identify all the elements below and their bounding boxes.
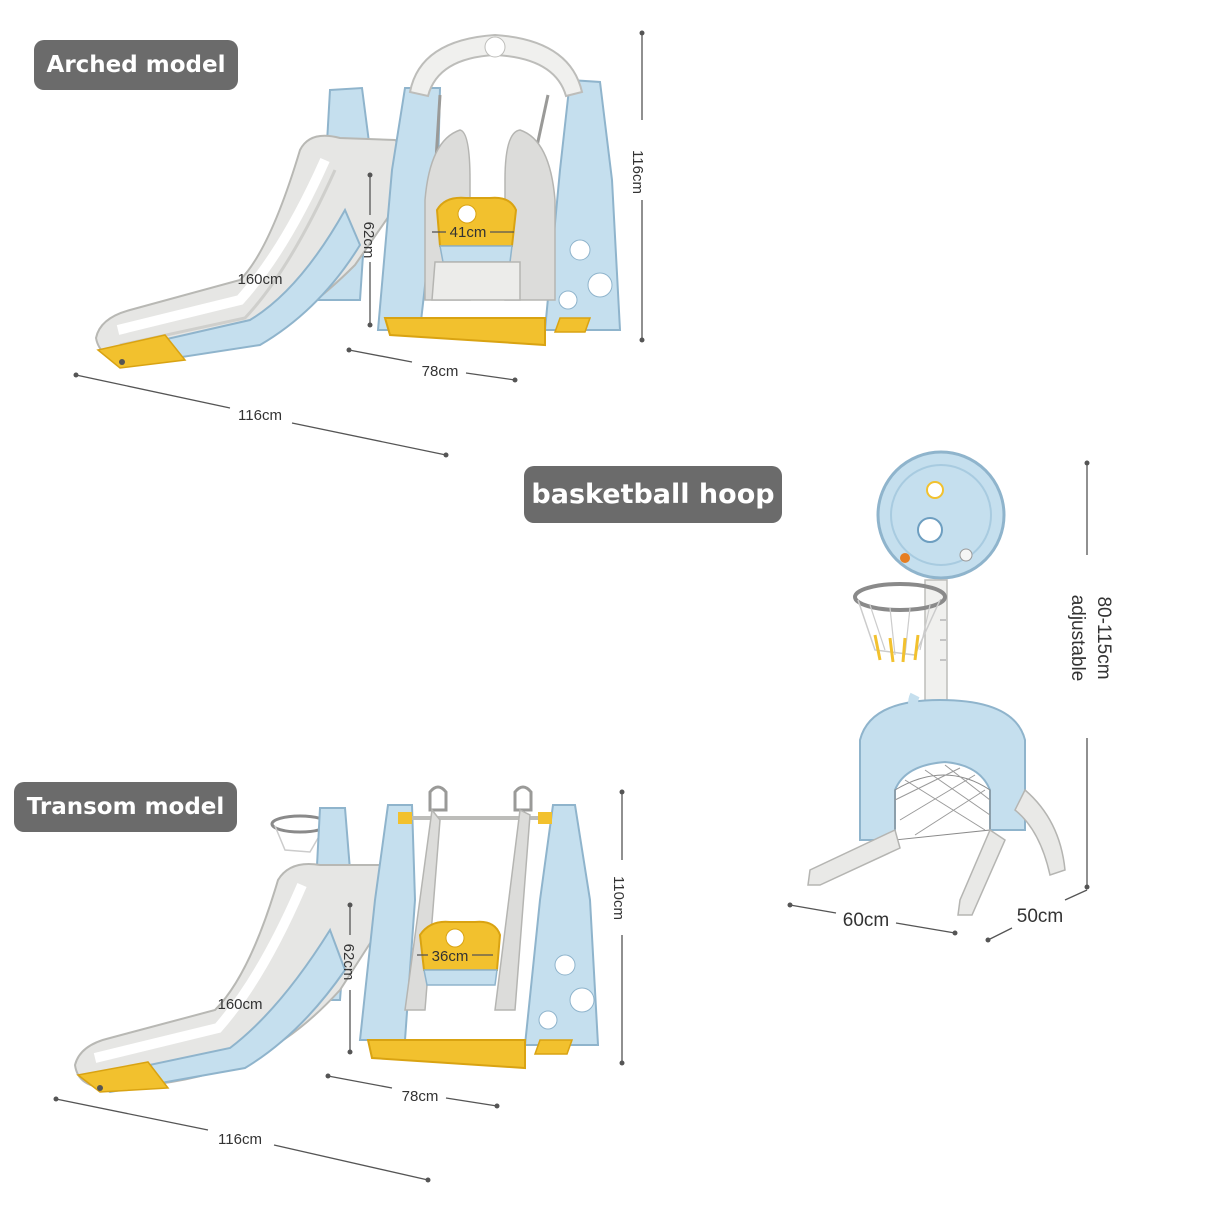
transom-height-label: 110cm [610, 876, 627, 920]
transom-slide-length-label: 160cm [217, 996, 262, 1013]
transom-model-label: Transom model [14, 782, 237, 832]
arched-dimension-lines [73, 30, 645, 458]
arched-slide-length-label: 160cm [237, 271, 282, 288]
transom-length-label: 116cm [218, 1131, 262, 1148]
transom-seat-width-label: 36cm [432, 948, 469, 965]
hoop-depth-label: 50cm [1017, 906, 1063, 927]
hoop-dimension-lines [787, 460, 1090, 943]
transom-model-illustration [73, 785, 600, 1094]
transom-swing-width-label: 78cm [402, 1088, 439, 1105]
arched-height-label: 116cm [629, 150, 646, 194]
arched-seat-width-label: 41cm [450, 224, 487, 241]
hoop-height-label: 80-115cm [1093, 596, 1114, 679]
arched-length-label: 116cm [238, 407, 282, 424]
hoop-adjustable-label: adjustable [1067, 595, 1088, 682]
hoop-illustration [807, 450, 1066, 916]
transom-slide-height-label: 62cm [340, 944, 357, 981]
arched-model-illustration [94, 33, 622, 369]
basketball-hoop-label: basketball hoop [524, 466, 782, 523]
arched-slide-height-label: 62cm [360, 222, 377, 259]
arched-model-label: Arched model [34, 40, 238, 90]
hoop-width-label: 60cm [843, 910, 889, 931]
transom-dimension-lines [53, 789, 625, 1183]
arched-swing-width-label: 78cm [422, 363, 459, 380]
